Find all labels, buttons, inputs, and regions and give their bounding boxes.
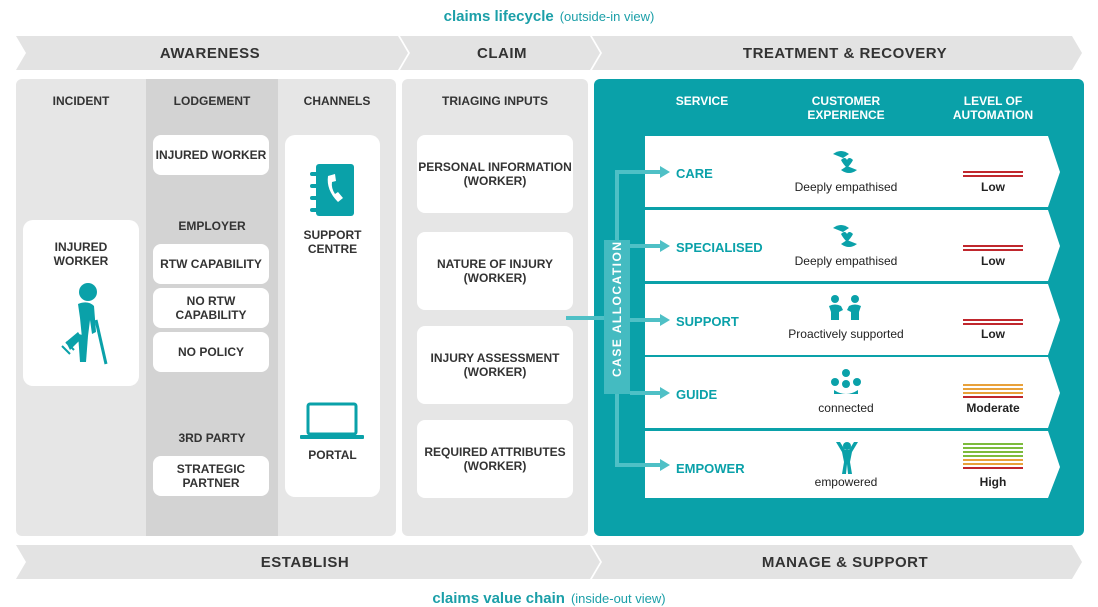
people-meeting-icon bbox=[829, 295, 861, 320]
rtw-capability-card: RTW CAPABILITY bbox=[153, 244, 269, 284]
support-centre-label: SUPPORT CENTRE bbox=[303, 228, 362, 256]
service-care: CARE bbox=[676, 166, 713, 181]
phase-treatment: TREATMENT & RECOVERY bbox=[742, 45, 948, 62]
phase-bar bbox=[16, 36, 1082, 70]
experience-specialised: Deeply empathised bbox=[794, 254, 898, 268]
no-policy-card: NO POLICY bbox=[153, 332, 269, 372]
laptop-icon bbox=[300, 402, 364, 439]
automation-bar-empower bbox=[963, 443, 1023, 469]
experience-support: Proactively supported bbox=[788, 327, 904, 341]
row-guide-shape bbox=[645, 357, 1060, 428]
experience-guide: connected bbox=[818, 401, 874, 415]
hands-heart-icon bbox=[833, 225, 857, 247]
phase-claim-shape bbox=[400, 36, 600, 70]
service-support: SUPPORT bbox=[676, 314, 739, 329]
automation-bar-support bbox=[963, 319, 1023, 325]
automation-support: Low bbox=[981, 327, 1005, 341]
triaging-header: TRIAGING INPUTS bbox=[441, 94, 548, 108]
top-title: claims lifecycle (outside-in view) bbox=[0, 8, 1098, 25]
triage-card-nature: NATURE OF INJURY (WORKER) bbox=[417, 232, 573, 310]
bottom-title-main: claims value chain bbox=[432, 590, 565, 607]
group-icon bbox=[831, 369, 861, 394]
experience-empower: empowered bbox=[814, 475, 878, 489]
bottom-title-sub: (inside-out view) bbox=[570, 591, 666, 606]
portal-label: PORTAL bbox=[308, 448, 357, 462]
third-party-label: 3RD PARTY bbox=[178, 431, 246, 445]
phone-book-icon bbox=[310, 164, 354, 216]
phase-claim: CLAIM bbox=[477, 45, 527, 62]
no-rtw-capability-card: NO RTW CAPABILITY bbox=[153, 288, 269, 328]
triage-card-assessment: INJURY ASSESSMENT (WORKER) bbox=[417, 326, 573, 404]
automation-bar-specialised bbox=[963, 245, 1023, 251]
automation-header: LEVEL OF AUTOMATION bbox=[952, 94, 1034, 122]
automation-bar-care bbox=[963, 171, 1023, 177]
automation-care: Low bbox=[981, 180, 1005, 194]
person-celebrating-icon bbox=[836, 442, 858, 474]
injured-worker-icon bbox=[61, 283, 108, 365]
bottom-title: claims value chain (inside-out view) bbox=[0, 590, 1098, 607]
service-guide: GUIDE bbox=[676, 387, 718, 402]
service-empower: EMPOWER bbox=[676, 461, 745, 476]
automation-empower: High bbox=[979, 475, 1007, 489]
channels-header: CHANNELS bbox=[303, 94, 371, 108]
phase-awareness-shape bbox=[16, 36, 408, 70]
value-chain-bar bbox=[16, 545, 1082, 579]
experience-care: Deeply empathised bbox=[794, 180, 898, 194]
automation-specialised: Low bbox=[981, 254, 1005, 268]
automation-bar-guide bbox=[963, 384, 1023, 398]
customer-experience-header: CUSTOMER EXPERIENCE bbox=[807, 94, 885, 122]
top-title-main: claims lifecycle bbox=[443, 8, 554, 25]
establish-label: ESTABLISH bbox=[260, 554, 350, 571]
hands-heart-icon bbox=[833, 151, 857, 173]
incident-header: INCIDENT bbox=[52, 94, 110, 108]
lodgement-injured-worker: INJURED WORKER bbox=[153, 135, 269, 175]
triage-card-attributes: REQUIRED ATTRIBUTES (WORKER) bbox=[417, 420, 573, 498]
automation-guide: Moderate bbox=[966, 401, 1020, 415]
phase-awareness: AWARENESS bbox=[159, 45, 261, 62]
case-allocation-bar bbox=[604, 240, 630, 394]
phase-treatment-shape bbox=[592, 36, 1082, 70]
manage-shape bbox=[592, 545, 1082, 579]
manage-label: MANAGE & SUPPORT bbox=[761, 554, 929, 571]
establish-shape bbox=[16, 545, 600, 579]
employer-label: EMPLOYER bbox=[178, 219, 246, 233]
case-allocation-label: CASE ALLOCATION bbox=[610, 240, 624, 378]
incident-card-label: INJURED WORKER bbox=[53, 240, 109, 268]
row-empower-shape bbox=[645, 431, 1060, 498]
triage-card-personal: PERSONAL INFORMATION (WORKER) bbox=[417, 135, 573, 213]
lodgement-header: LODGEMENT bbox=[173, 94, 251, 108]
strategic-partner-card: STRATEGIC PARTNER bbox=[153, 456, 269, 496]
top-title-sub: (outside-in view) bbox=[559, 9, 655, 24]
service-header: SERVICE bbox=[675, 94, 729, 108]
service-specialised: SPECIALISED bbox=[676, 240, 763, 255]
